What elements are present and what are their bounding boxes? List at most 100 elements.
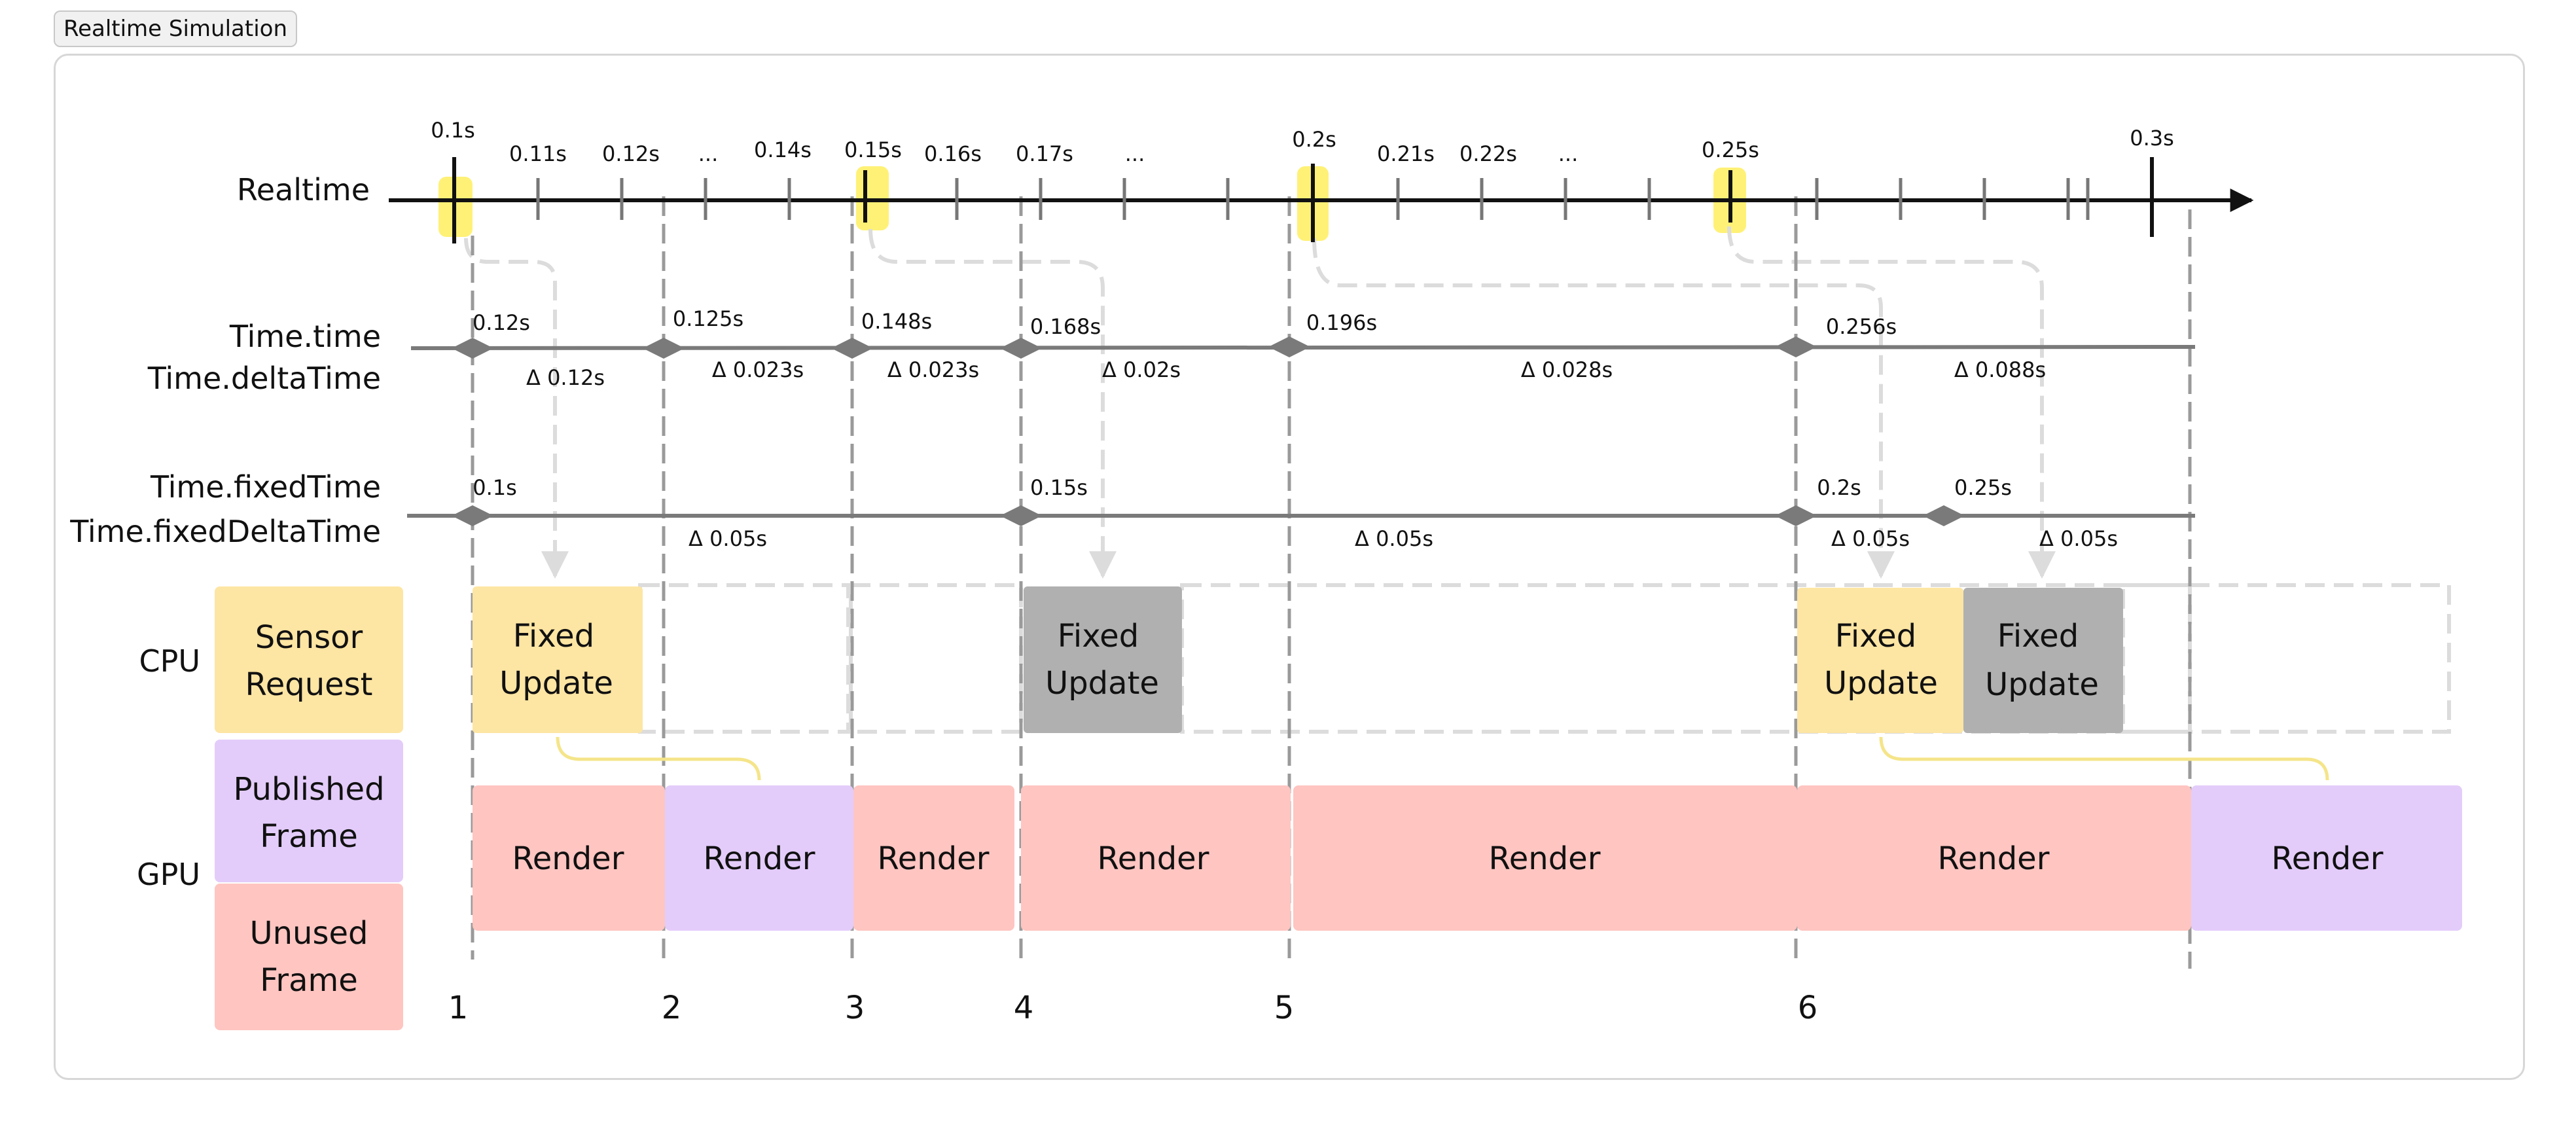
frame-number: 1	[448, 990, 469, 1026]
realtime-tick-label: 0.12s	[602, 141, 660, 166]
cpu-box-label: Fixed	[1835, 618, 1916, 655]
realtime-tick-label: 0.1s	[431, 118, 475, 143]
delta-time-value: Δ 0.02s	[1102, 357, 1181, 382]
mapping-arrows	[464, 226, 2056, 579]
gpu-box-label: Render	[878, 840, 990, 877]
time-diamond	[1775, 336, 1817, 357]
time-row-label: Time.time	[229, 319, 381, 354]
realtime-major-ticks	[452, 157, 2154, 243]
legend-published-swatch	[215, 740, 403, 882]
fixed-time-value: 0.25s	[1954, 475, 2012, 500]
fixed-diamond	[1923, 505, 1965, 526]
fixed-row-diamonds	[452, 505, 1965, 526]
fixed-time-value: 0.15s	[1030, 475, 1088, 500]
cpu-box-label: Fixed	[1058, 618, 1139, 655]
time-value: 0.196s	[1306, 310, 1377, 335]
fixed-delta-value: Δ 0.05s	[689, 526, 767, 551]
delta-time-value: Δ 0.088s	[1954, 357, 2046, 382]
realtime-tick-label: 0.17s	[1016, 141, 1073, 166]
fixed-diamond	[1000, 505, 1042, 526]
realtime-tick-label: 0.16s	[924, 141, 982, 166]
delta-time-value: Δ 0.028s	[1521, 357, 1613, 382]
time-row-diamonds	[452, 336, 1817, 359]
realtime-row-label: Realtime	[237, 172, 370, 207]
delta-time-value: Δ 0.023s	[712, 357, 804, 382]
realtime-tick-labels: 0.1s 0.11s 0.12s ... 0.14s 0.15s 0.16s 0…	[431, 118, 2174, 166]
deltatime-row-label: Time.deltaTime	[147, 361, 381, 396]
fixeddeltatime-row-label: Time.fixedDeltaTime	[69, 514, 381, 549]
cpu-idle-outline-1	[638, 583, 850, 734]
fixed-diamond	[1775, 505, 1817, 526]
cpu-box-label: Update	[1985, 666, 2099, 703]
time-value: 0.256s	[1826, 314, 1897, 339]
cpu-box-label: Fixed	[1997, 618, 2079, 655]
delta-time-value: Δ 0.023s	[887, 357, 979, 382]
cpu-fixed-update-box	[1024, 586, 1182, 733]
window-title-tab[interactable]: Realtime Simulation	[54, 10, 297, 47]
time-value: 0.12s	[473, 310, 530, 335]
mapping-arrow-3	[1312, 238, 1895, 579]
cpu-fixed-update-box	[1797, 588, 1963, 733]
legend-sensor-label-1: Sensor	[255, 619, 363, 656]
realtime-tick-label: 0.11s	[509, 141, 567, 166]
gpu-box-label: Render	[2272, 840, 2384, 877]
gpu-box-label: Render	[1098, 840, 1209, 877]
fixed-time-value: 0.1s	[473, 475, 517, 500]
time-value: 0.148s	[861, 309, 932, 334]
realtime-tick-label: 0.3s	[2130, 126, 2174, 151]
frame-number: 2	[662, 990, 682, 1026]
delta-time-value: Δ 0.12s	[526, 365, 605, 390]
cpu-box-label: Fixed	[513, 618, 594, 655]
realtime-tick-label: ...	[1125, 141, 1145, 166]
cpu-idle-outline-4	[2121, 583, 2192, 734]
cpu-fixed-update-box	[473, 586, 643, 733]
gpu-render-box	[473, 785, 665, 931]
realtime-tick-label: 0.22s	[1459, 141, 1517, 166]
publish-connector-2	[1879, 736, 2329, 781]
cpu-box-label: Update	[499, 665, 613, 702]
fixed-diamond	[452, 505, 493, 526]
cpu-box-label: Update	[1045, 665, 1159, 702]
publish-connector-1	[556, 736, 761, 781]
gpu-render-box	[2191, 785, 2462, 931]
realtime-tick-label: 0.25s	[1702, 137, 1759, 162]
time-value: 0.168s	[1030, 314, 1101, 339]
fixed-delta-value: Δ 0.05s	[1355, 526, 1433, 551]
time-diamond	[831, 338, 873, 359]
cpu-row-label: CPU	[139, 643, 200, 679]
legend-published-label-1: Published	[233, 771, 384, 808]
gpu-row-label: GPU	[137, 857, 200, 892]
frame-number: 5	[1274, 990, 1295, 1026]
legend-unused-label-2: Frame	[260, 962, 358, 999]
gpu-render-box	[853, 785, 1014, 931]
realtime-tick-label: 0.15s	[844, 137, 902, 162]
cpu-box-label: Update	[1824, 665, 1938, 702]
frame-number: 3	[845, 990, 865, 1026]
time-value: 0.125s	[673, 306, 743, 331]
legend-unused-label-1: Unused	[250, 915, 368, 952]
legend-sensor-swatch	[215, 586, 403, 733]
realtime-tick-label: ...	[698, 141, 719, 166]
realtime-tick-label: 0.21s	[1377, 141, 1435, 166]
gpu-render-box	[1797, 785, 2191, 931]
fixed-delta-value: Δ 0.05s	[2039, 526, 2118, 551]
gpu-box-label: Render	[1938, 840, 2050, 877]
mapping-arrow-1	[464, 238, 569, 579]
fixed-time-value: 0.2s	[1817, 475, 1861, 500]
fixedtime-row-label: Time.fixedTime	[150, 469, 381, 505]
mapping-arrow-4	[1727, 226, 2056, 579]
legend-unused-swatch	[215, 884, 403, 1030]
fixed-delta-value: Δ 0.05s	[1831, 526, 1910, 551]
gpu-box-label: Render	[1489, 840, 1601, 877]
gpu-box-label: Render	[512, 840, 624, 877]
gpu-render-box	[1293, 785, 1797, 931]
realtime-tick-label: 0.14s	[754, 137, 812, 162]
time-diamond	[1000, 338, 1042, 359]
legend-published-label-2: Frame	[260, 818, 358, 855]
gpu-render-box	[665, 785, 853, 931]
mapping-arrow-2	[868, 228, 1117, 579]
time-diamond	[452, 338, 493, 359]
cpu-idle-outline-2	[849, 583, 1023, 734]
time-diamond	[643, 338, 685, 359]
